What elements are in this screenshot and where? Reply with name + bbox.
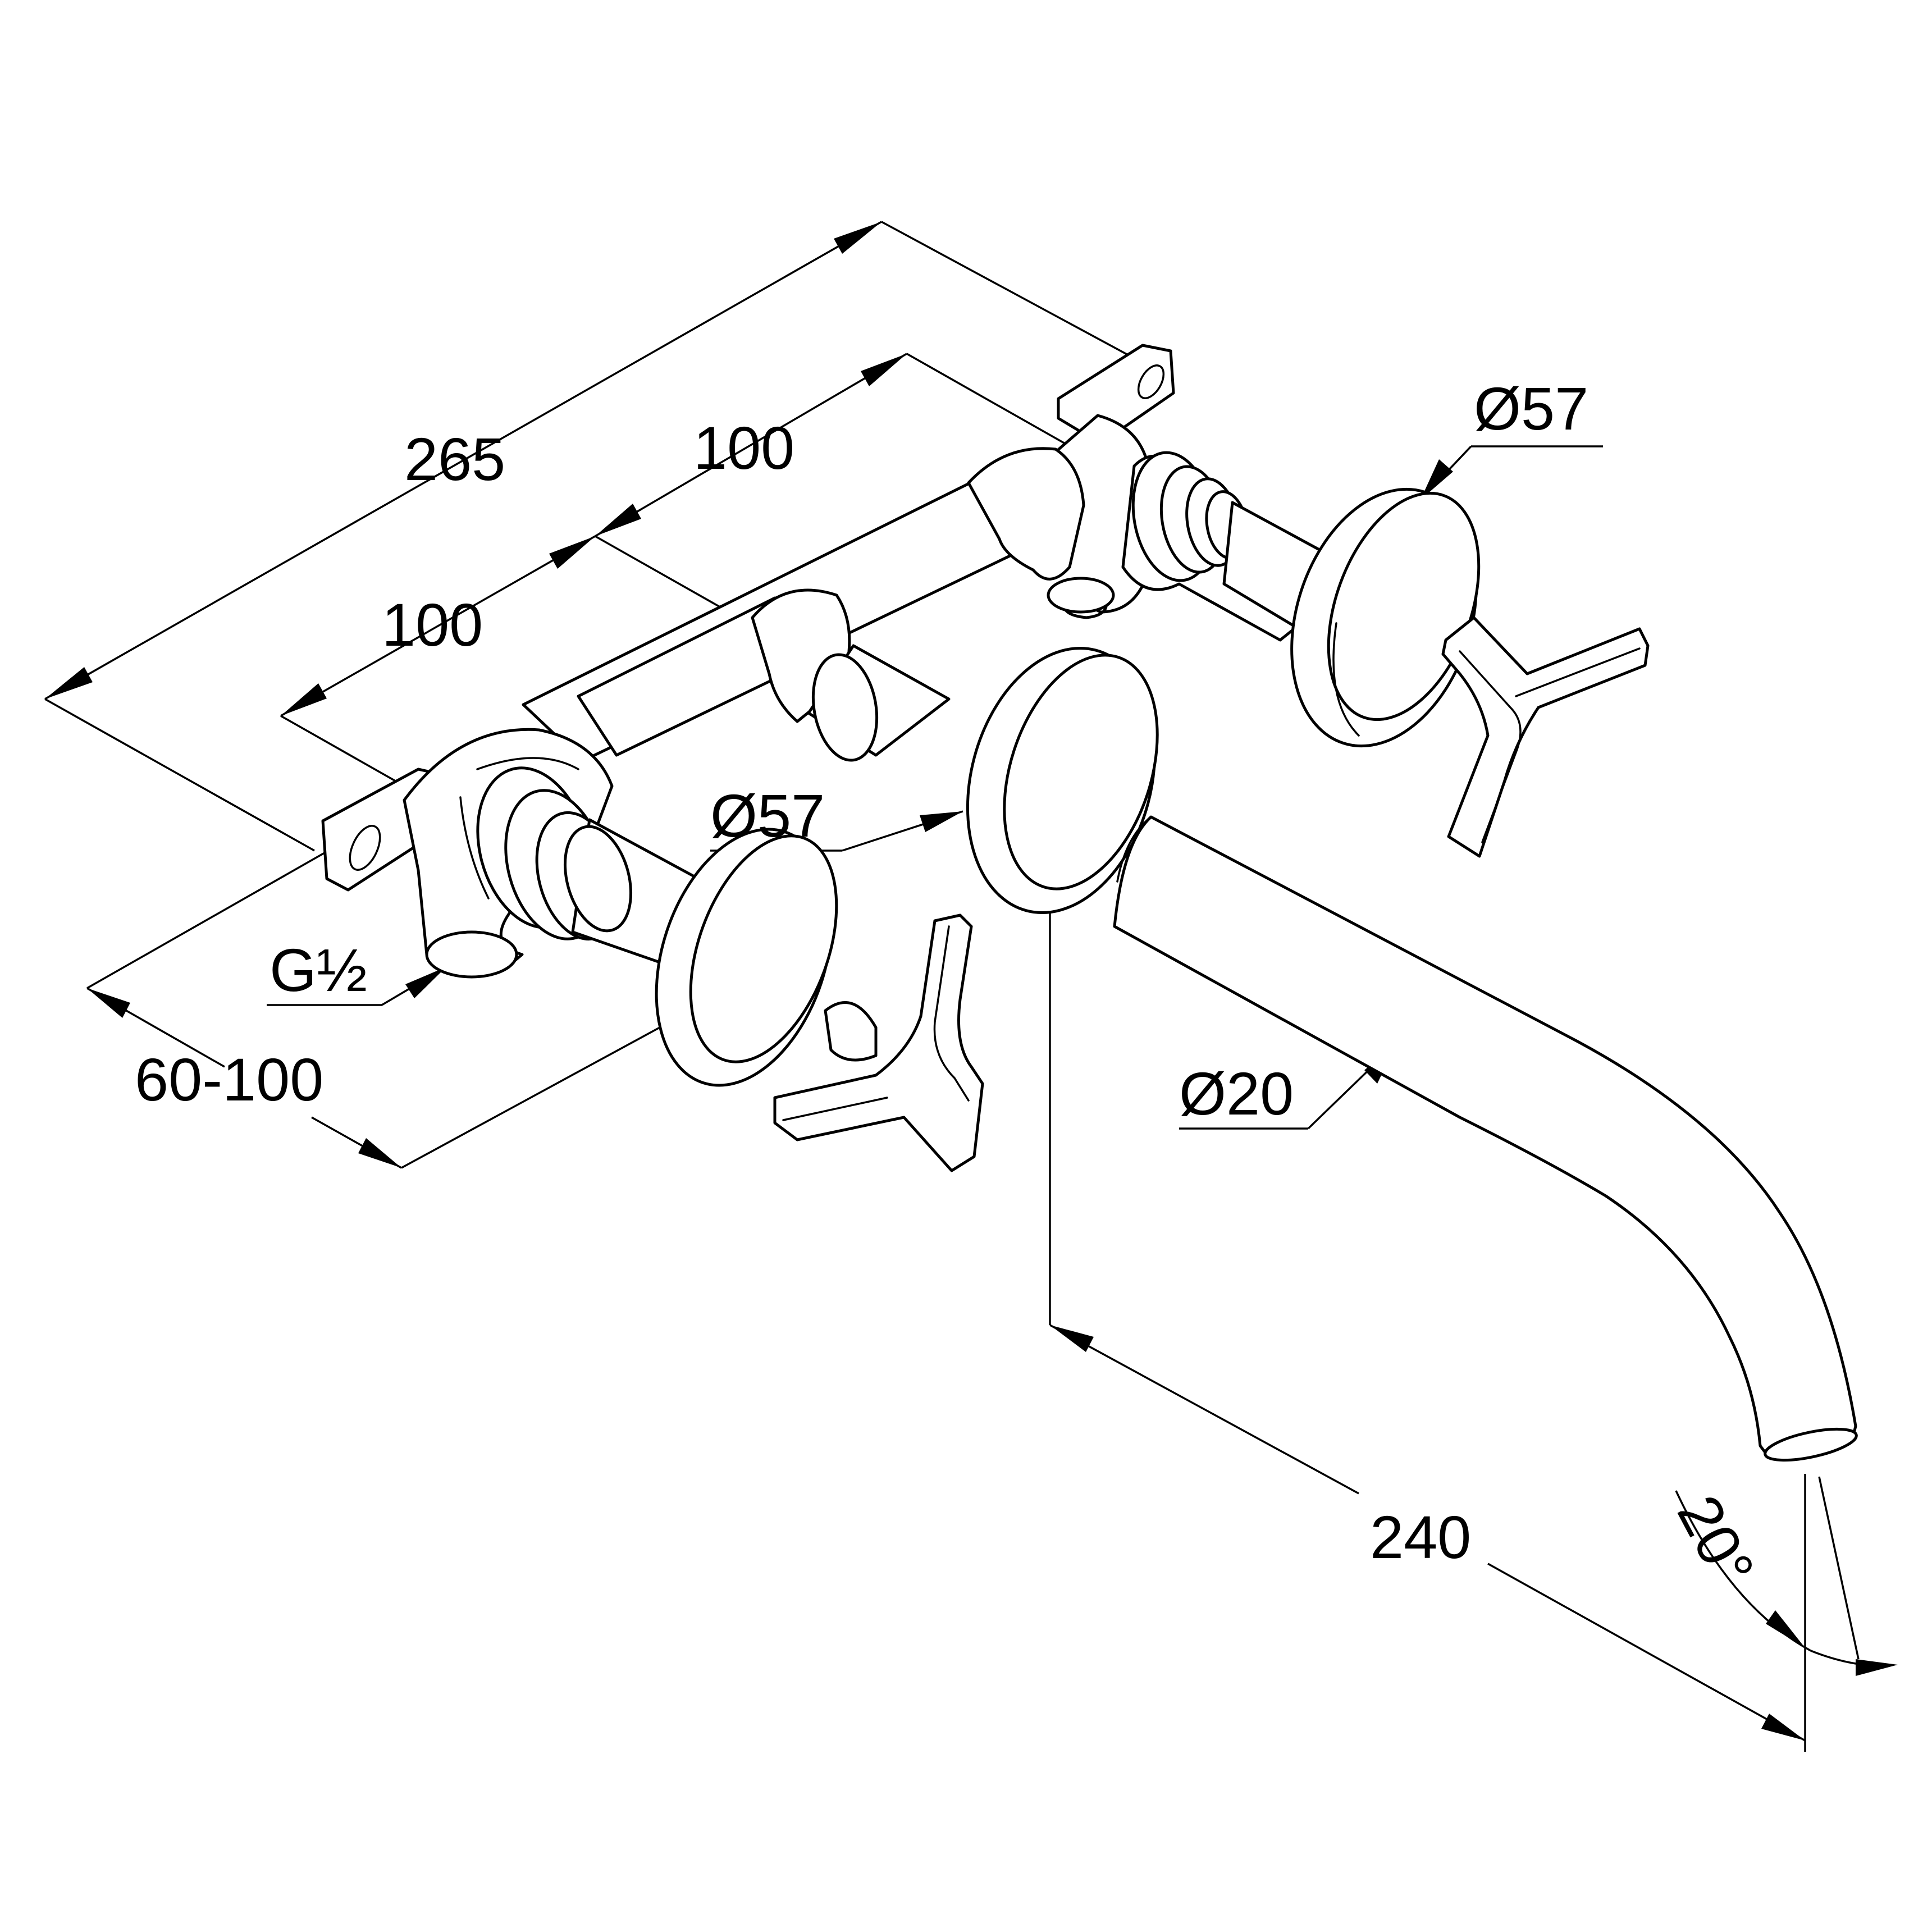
valve-left xyxy=(476,766,984,1172)
rosette-left xyxy=(689,834,838,1063)
cross-handle-right-arm xyxy=(1515,647,1641,697)
label-thread: G½ xyxy=(270,936,367,1004)
label-total-width: 265 xyxy=(404,425,505,493)
dimension-labels: 265 100 100 Ø57 Ø57 G½ 60-100 Ø20 240 20… xyxy=(135,374,1767,1597)
spout-rosette xyxy=(1003,654,1159,890)
spout-outlet xyxy=(1764,1427,1858,1462)
cross-handle-left xyxy=(773,914,984,1172)
arrow-100-lower-left xyxy=(281,683,327,716)
valve-inlet-left xyxy=(425,930,518,979)
arrow-240-left xyxy=(1050,1325,1094,1352)
cross-handle-left-ridge xyxy=(933,925,970,1102)
cross-handle-right xyxy=(1441,616,1650,858)
arrow-angle-left xyxy=(1766,1610,1805,1648)
cross-handle-left-arm xyxy=(782,1097,888,1121)
arrow-100-lower-right xyxy=(549,536,595,569)
label-spout-diameter: Ø20 xyxy=(1179,1059,1294,1127)
dim-100-lower-line xyxy=(280,535,596,717)
dim-265-ext-right xyxy=(881,221,1163,374)
arrow-240-right xyxy=(1761,1714,1805,1741)
dim-wall-ext-right xyxy=(401,1026,660,1169)
arrow-265-left xyxy=(45,667,93,699)
valve-housing-right xyxy=(967,447,1085,581)
valve-inlet-right xyxy=(1047,577,1115,614)
label-spout-projection: 240 xyxy=(1370,1503,1471,1571)
valve-nut-left-core xyxy=(563,825,633,933)
cross-handle-right-ridge xyxy=(1459,650,1522,843)
mount-lug-right xyxy=(1057,344,1175,445)
arrow-g12 xyxy=(405,967,446,998)
rosette-right-edge xyxy=(1332,622,1360,737)
arrow-d57-middle xyxy=(920,811,963,832)
body-left-contour-a xyxy=(476,757,579,770)
dim-265-ext-left xyxy=(44,698,315,852)
label-spacing-lower: 100 xyxy=(382,591,483,659)
label-spacing-upper: 100 xyxy=(693,414,794,482)
body-left-contour-b xyxy=(459,796,490,899)
valve-right xyxy=(1121,451,1650,858)
spout-assembly xyxy=(807,644,1858,1462)
handle-left-stem xyxy=(824,1001,878,1062)
arrow-wall-left xyxy=(87,988,130,1018)
dim-265-line xyxy=(44,221,882,700)
arrow-wall-right xyxy=(358,1138,401,1168)
dim-100-upper-line xyxy=(595,353,907,537)
angle-ext-line xyxy=(1818,1476,1860,1660)
mount-hole-left xyxy=(349,825,381,871)
dim-240-line-b xyxy=(1487,1563,1806,1742)
mount-hole-right xyxy=(1137,364,1165,399)
arrow-angle-right xyxy=(1856,1659,1898,1676)
spout-root-edge xyxy=(1116,816,1152,883)
spout-pipe xyxy=(1113,815,1857,1459)
dim-240-line-a xyxy=(1049,1324,1359,1495)
dim-wall-ext-left xyxy=(86,849,329,989)
arrow-100-upper-right xyxy=(861,354,907,386)
arrow-d57-upper xyxy=(1421,459,1453,500)
spout-connector-nut xyxy=(811,653,879,762)
label-wall-depth: 60-100 xyxy=(135,1045,323,1113)
arrow-265-right xyxy=(834,222,881,254)
arrow-100-upper-left xyxy=(595,504,641,536)
label-rosette-diameter-middle: Ø57 xyxy=(710,782,825,849)
label-rosette-diameter-upper: Ø57 xyxy=(1474,374,1588,442)
dimension-lines xyxy=(44,221,1898,1752)
